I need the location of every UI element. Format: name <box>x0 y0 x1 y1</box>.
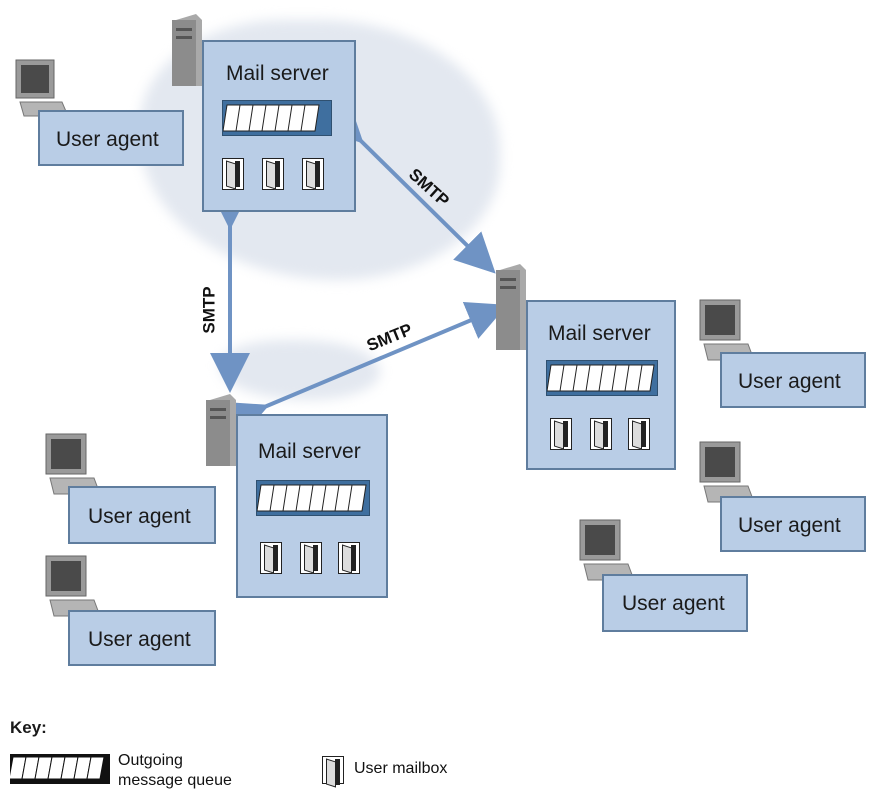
user-agent-box: User agent <box>720 352 866 408</box>
user-mailbox-icon <box>628 418 650 450</box>
outgoing-message-queue <box>256 480 370 516</box>
smtp-arrow-top-right <box>321 101 496 274</box>
user-agent-label: User agent <box>88 505 191 528</box>
message-queue-icon <box>546 364 655 392</box>
user-mailbox-icon <box>222 158 244 190</box>
mail-server-box: Mail server <box>202 40 356 212</box>
outgoing-message-queue <box>222 100 332 136</box>
user-agent-box: User agent <box>38 110 184 166</box>
key-mailbox-label: User mailbox <box>354 760 448 777</box>
smtp-arrow-bottom-right <box>224 301 508 439</box>
user-agent-label: User agent <box>88 628 191 651</box>
key-mailbox-icon <box>322 756 344 785</box>
computer-monitor-icon <box>45 433 100 495</box>
message-queue-icon <box>256 484 367 512</box>
key-heading: Key: <box>10 718 47 737</box>
user-agent-box: User agent <box>68 610 216 666</box>
user-agent-box: User agent <box>68 486 216 544</box>
user-mailbox-icon <box>302 158 324 190</box>
user-agent-label: User agent <box>738 514 841 537</box>
user-mailbox-icon <box>550 418 572 450</box>
computer-monitor-icon <box>579 519 634 581</box>
mail-server-box: Mail server <box>236 414 388 598</box>
smtp-label: SMTP <box>199 286 219 334</box>
user-mailbox-icon <box>300 542 322 574</box>
message-queue-icon <box>222 104 320 132</box>
user-mailbox-icon <box>338 542 360 574</box>
user-mailbox-icon <box>262 158 284 190</box>
user-agent-label: User agent <box>56 128 159 151</box>
user-agent-label: User agent <box>738 370 841 393</box>
computer-monitor-icon <box>699 441 754 503</box>
key-queue-label-line2: message queue <box>118 772 232 789</box>
mail-server-title: Mail server <box>258 440 361 463</box>
server-tower-icon <box>206 394 236 466</box>
key-queue-icon <box>10 754 110 784</box>
server-tower-icon <box>496 264 526 350</box>
mail-server-box: Mail server <box>526 300 676 470</box>
user-mailbox-icon <box>590 418 612 450</box>
user-agent-label: User agent <box>622 592 725 615</box>
server-tower-icon <box>172 14 202 86</box>
key-queue-label-line1: Outgoing <box>118 752 183 769</box>
mail-server-title: Mail server <box>548 322 651 345</box>
mail-server-title: Mail server <box>226 62 329 85</box>
user-agent-box: User agent <box>720 496 866 552</box>
user-mailbox-icon <box>260 542 282 574</box>
outgoing-message-queue <box>546 360 658 396</box>
user-agent-box: User agent <box>602 574 748 632</box>
